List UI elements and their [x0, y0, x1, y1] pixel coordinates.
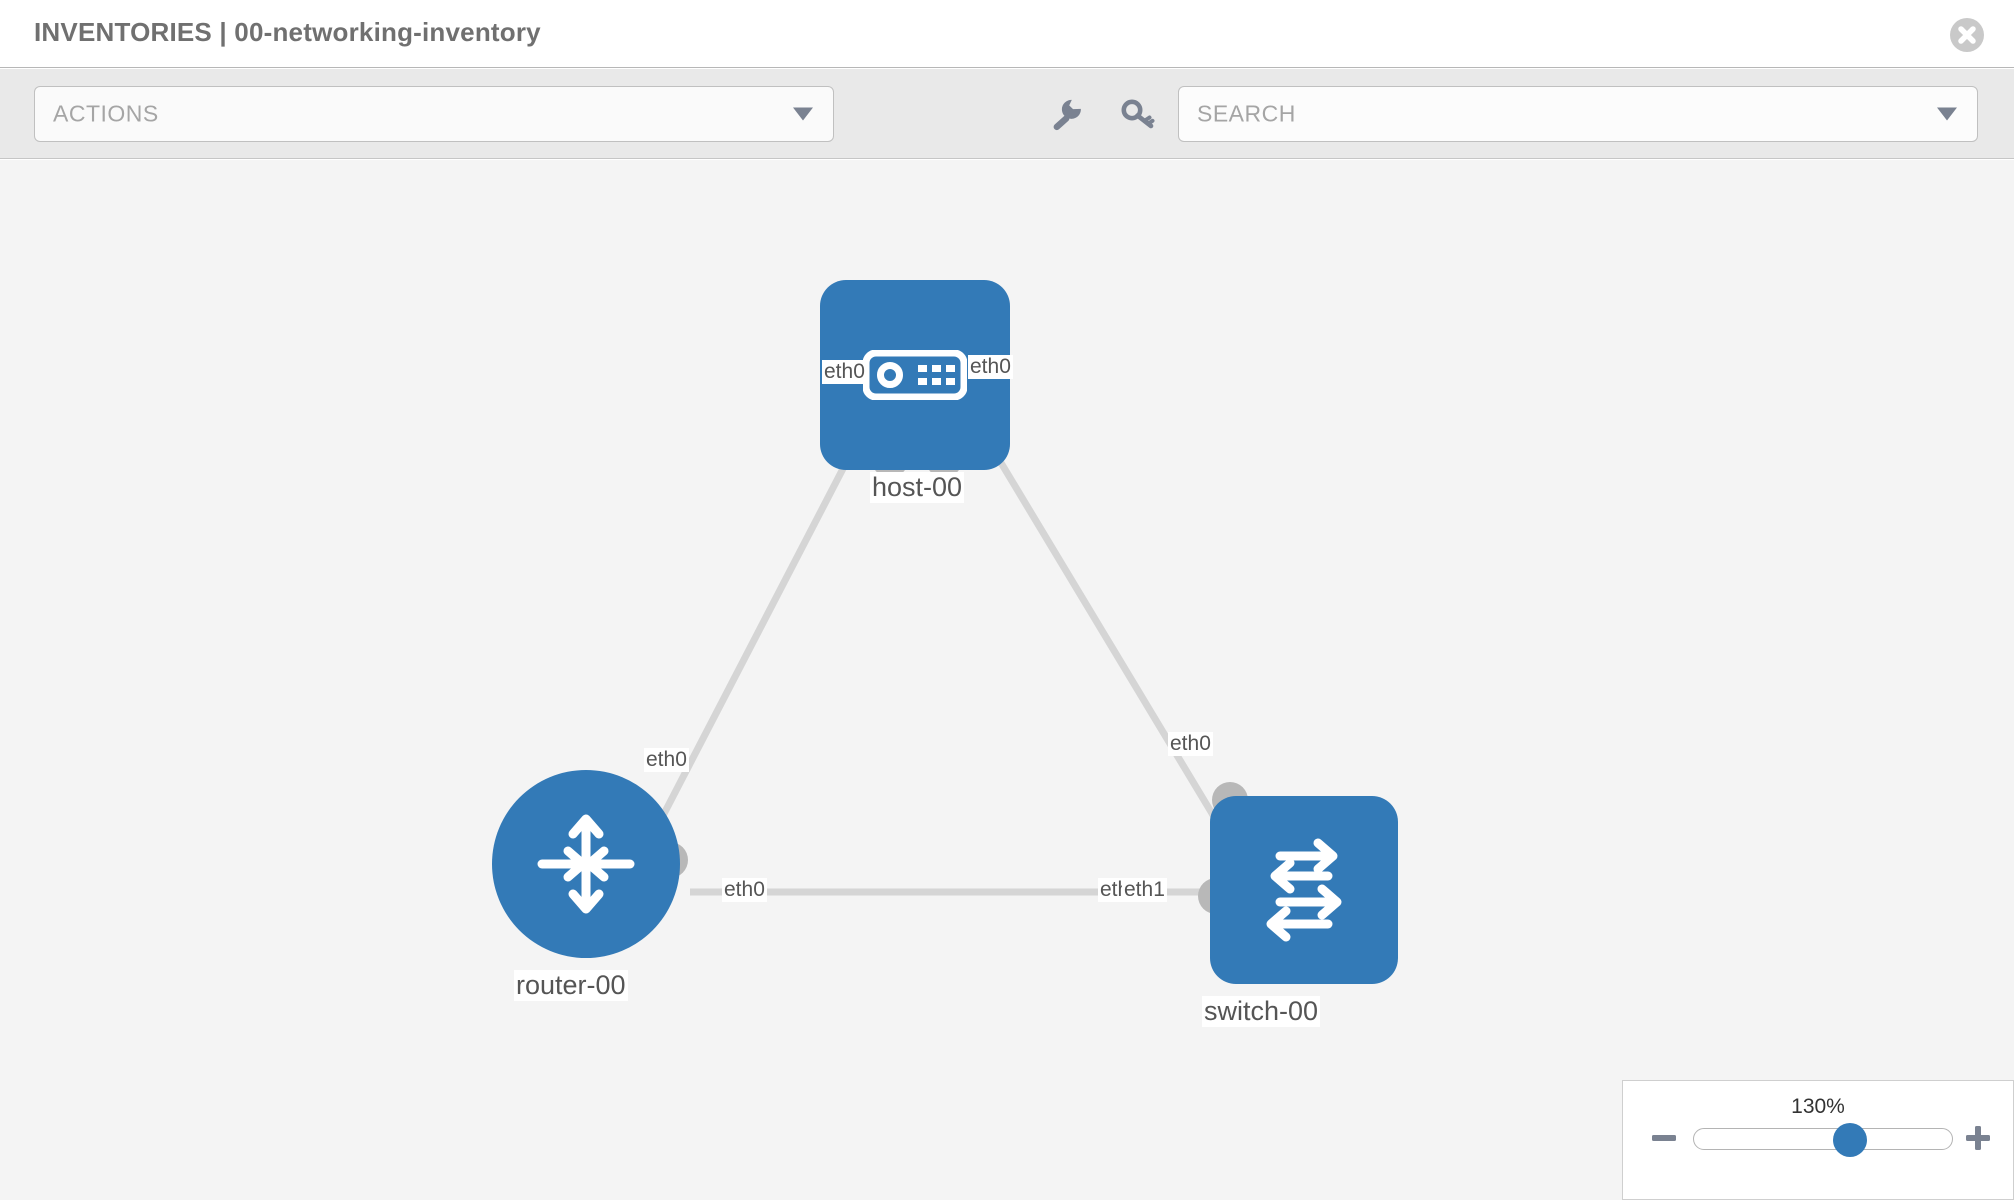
zoom-slider[interactable] — [1693, 1123, 1953, 1157]
iface-label-host-right: eth0 — [968, 355, 1013, 379]
zoom-level-label: 130% — [1791, 1095, 1845, 1118]
node-label-host-00: host-00 — [870, 472, 965, 503]
node-label-router-00: router-00 — [514, 970, 628, 1001]
actions-dropdown-label: ACTIONS — [53, 100, 159, 127]
chevron-down-icon — [1937, 107, 1957, 121]
zoom-control-panel: 130% — [1622, 1080, 2014, 1200]
switch-node-shape[interactable] — [1210, 796, 1398, 984]
page-title: INVENTORIES | 00-networking-inventory — [34, 17, 541, 47]
wrench-icon[interactable] — [1046, 95, 1086, 135]
zoom-slider-thumb[interactable] — [1833, 1123, 1867, 1157]
iface-label-router-right: eth0 — [722, 878, 767, 902]
switch-arrows-icon — [1266, 838, 1342, 942]
iface-label-switch-left: eth1 — [1122, 878, 1167, 902]
toolbar: ACTIONS SEARCH — [0, 69, 2014, 159]
iface-label-host-left: eth0 — [822, 360, 867, 384]
chevron-down-icon — [793, 107, 813, 121]
server-icon — [863, 350, 967, 400]
node-router-00[interactable]: router-00 — [492, 770, 692, 1010]
router-node-shape[interactable] — [492, 770, 680, 958]
search-placeholder: SEARCH — [1197, 100, 1296, 127]
zoom-in-button[interactable] — [1963, 1123, 1993, 1153]
key-icon[interactable] — [1118, 95, 1158, 135]
close-icon[interactable] — [1950, 18, 1984, 52]
iface-label-router-up: eth0 — [644, 748, 689, 772]
topology-canvas[interactable]: host-00 eth0 eth0 — [0, 160, 2014, 1200]
iface-label-switch-up: eth0 — [1168, 732, 1213, 756]
zoom-out-button[interactable] — [1649, 1123, 1679, 1153]
node-switch-00[interactable]: switch-00 — [1198, 768, 1408, 1027]
actions-dropdown[interactable]: ACTIONS — [34, 86, 834, 142]
node-label-switch-00: switch-00 — [1202, 996, 1321, 1027]
search-input[interactable]: SEARCH — [1178, 86, 1978, 142]
router-arrows-icon — [537, 814, 635, 914]
title-bar: INVENTORIES | 00-networking-inventory — [0, 0, 2014, 68]
